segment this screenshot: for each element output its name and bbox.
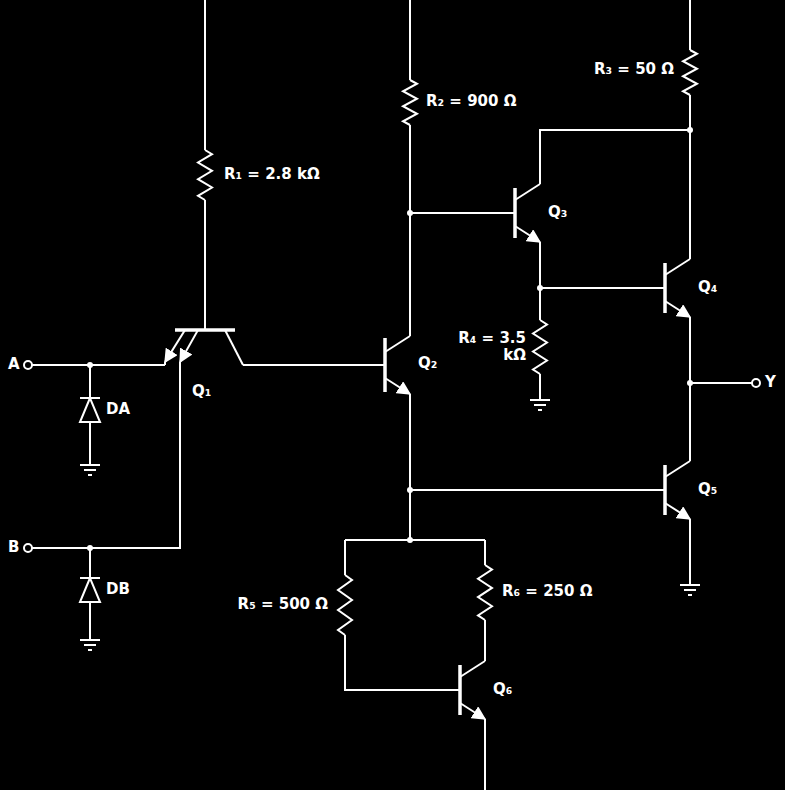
schematic-stroke: [409, 394, 411, 540]
schematic-stroke: [663, 465, 667, 515]
schematic-stroke: [687, 380, 693, 386]
schematic-stroke: [530, 400, 550, 410]
schematic-stroke: [87, 362, 93, 368]
diode-symbol: [80, 398, 100, 602]
schematic-stroke: [407, 210, 413, 216]
schematic-stroke: [665, 259, 690, 275]
resistor-label: R₄ = 3.5 kΩ: [450, 330, 528, 365]
resistor-label: R₅ = 500 Ω: [236, 596, 330, 613]
schematic-stroke: [24, 361, 32, 369]
schematic-stroke: [689, 317, 691, 461]
transistor-label: Q₃: [546, 204, 569, 221]
schematic-stroke: [752, 379, 760, 387]
schematic-stroke: [478, 565, 492, 620]
schematic-stroke: [180, 330, 198, 362]
transistor-label: Q₅: [696, 481, 719, 498]
schematic-stroke: [87, 545, 93, 551]
schematic-stroke: [345, 539, 485, 541]
schematic-stroke: [80, 465, 100, 475]
transistor-label: Q₁: [190, 383, 213, 400]
transistor-label: Q₂: [416, 355, 439, 372]
resistor-label: R₂ = 900 Ω: [424, 93, 518, 110]
schematic-stroke: [515, 184, 540, 200]
schematic-stroke: [407, 537, 413, 543]
schematic-stroke: [32, 362, 165, 365]
schematic-stroke: [687, 127, 693, 133]
schematic-stroke: [460, 703, 485, 719]
diode-label: DA: [104, 401, 132, 418]
schematic-stroke: [537, 285, 543, 291]
schematic-stroke: [458, 665, 462, 715]
schematic-stroke: [385, 336, 410, 352]
resistor-label: R₃ = 50 Ω: [592, 61, 676, 78]
schematic-stroke: [338, 575, 352, 635]
resistor-label: R₁ = 2.8 kΩ: [222, 166, 322, 183]
schematic-stroke: [690, 382, 752, 384]
transistor-label: Q₄: [696, 279, 719, 296]
wires: [32, 0, 752, 790]
transistor-symbol: [165, 184, 690, 719]
input-name: B: [6, 539, 21, 556]
schematic-stroke: [80, 398, 100, 422]
schematic-stroke: [89, 548, 91, 640]
schematic-stroke: [665, 301, 690, 317]
schematic-stroke: [410, 212, 515, 214]
ground-symbol: [80, 400, 700, 650]
terminal-symbol: [24, 361, 760, 552]
schematic-stroke: [665, 503, 690, 519]
schematic-stroke: [460, 661, 485, 677]
resistor-label: R₆ = 250 Ω: [500, 583, 594, 600]
schematic-stroke: [225, 330, 243, 365]
schematic-stroke: [663, 263, 667, 313]
schematic-stroke: [80, 640, 100, 650]
schematic-stroke: [409, 0, 411, 336]
schematic-stroke: [515, 226, 540, 242]
schematic-stroke: [198, 150, 212, 200]
schematic-stroke: [513, 188, 517, 238]
diode-label: DB: [104, 581, 132, 598]
schematic-stroke: [243, 364, 385, 366]
schematic-stroke: [80, 578, 100, 602]
schematic-stroke: [680, 585, 700, 595]
schematic-stroke: [89, 365, 91, 465]
resistor-symbol: [198, 50, 697, 635]
schematic-stroke: [540, 287, 665, 289]
schematic-stroke: [385, 378, 410, 394]
schematic-stroke: [689, 519, 691, 585]
schematic-stroke: [533, 320, 547, 374]
schematic-stroke: [403, 80, 417, 125]
schematic-stroke: [383, 338, 387, 392]
schematic-stroke: [683, 50, 697, 95]
schematic-stroke: [540, 130, 690, 184]
schematic-stroke: [345, 540, 460, 690]
output-name: Y: [763, 374, 778, 391]
schematic-stroke: [484, 719, 486, 790]
schematic-stroke: [204, 0, 206, 330]
schematic-stroke: [410, 489, 665, 491]
input-name: A: [6, 356, 22, 373]
schematic-stroke: [665, 461, 690, 477]
junction-dot: [87, 127, 693, 551]
schematic-stroke: [32, 362, 180, 548]
transistor-label: Q₆: [491, 681, 514, 698]
schematic-stroke: [24, 544, 32, 552]
schematic-stroke: [407, 487, 413, 493]
